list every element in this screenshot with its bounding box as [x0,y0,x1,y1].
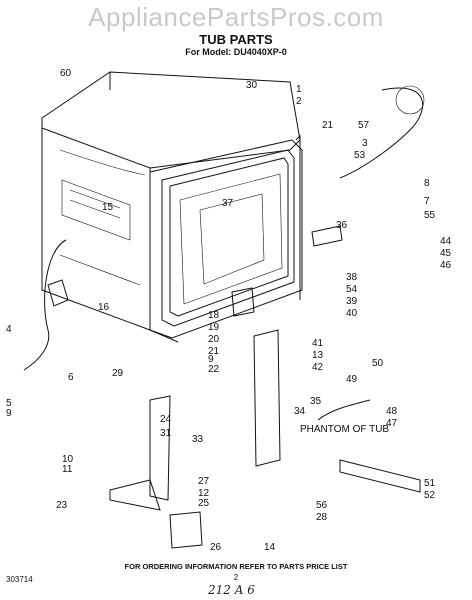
callout-c24: 24 [160,414,172,425]
callout-c27: 27 [198,476,210,487]
callout-c57: 57 [358,120,370,131]
callout-c49: 49 [346,374,358,385]
inlet-valve [169,511,203,549]
drain-pump [47,279,69,307]
callout-c20: 20 [208,334,220,345]
callout-c13: 13 [312,350,324,361]
callout-c54: 54 [346,284,358,295]
callout-c40: 40 [346,308,358,319]
callout-c12: 12 [198,488,210,499]
callout-c48: 48 [386,406,398,417]
drain-hose [23,239,67,371]
callout-c42: 42 [312,362,324,373]
callout-c23: 23 [56,500,68,511]
callout-c25: 25 [198,498,210,509]
callout-c33: 33 [192,434,204,445]
left-side-panel [149,395,171,501]
float-switch [339,459,421,493]
callout-c34: 34 [294,406,306,417]
callout-c11: 11 [62,464,73,475]
callout-c16: 16 [98,302,110,313]
page-number: 2 [233,573,239,582]
callout-c39: 39 [346,296,358,307]
callout-c1: 1 [296,84,302,95]
tub-bracket [311,225,343,247]
callout-c52: 52 [424,490,436,501]
callout-c8: 8 [424,178,430,189]
callout-c55: 55 [424,210,436,221]
callout-c36: 36 [336,220,348,231]
fill-tube [317,399,371,421]
callout-c9b: 9 [6,408,12,419]
callout-c5: 5 [6,398,12,409]
watermark: AppliancePartsPros.com [88,2,384,32]
doc-number: 303714 [6,575,33,584]
left-bracket [109,479,161,511]
page-title: TUB PARTS [199,32,273,47]
callout-c56: 56 [316,500,328,511]
callout-c9: 9 [208,354,214,365]
callout-c44: 44 [440,236,452,247]
door-gasket [295,134,301,300]
footer-note: FOR ORDERING INFORMATION REFER TO PARTS … [124,562,348,571]
callout-c53: 53 [354,150,366,161]
callout-c21a: 21 [322,120,334,131]
callout-c26: 26 [210,542,222,553]
right-side-panel [253,329,281,467]
callout-c35: 35 [310,396,322,407]
phantom-label: PHANTOM OF TUB [300,424,389,435]
heater-bracket [231,287,255,317]
callout-c21b: 21 [208,346,220,357]
callout-c19: 19 [208,322,220,333]
hose-coil [395,85,425,115]
callout-c30: 30 [246,80,258,91]
callout-c38: 38 [346,272,358,283]
callout-c6: 6 [68,372,74,383]
callout-c15: 15 [102,202,114,213]
callout-c46: 46 [440,260,452,271]
fill-hose [339,87,424,179]
callout-c47: 47 [386,418,398,429]
callout-c37: 37 [222,198,234,209]
tub-body [41,71,301,343]
callout-c31: 31 [160,428,172,439]
callout-c22: 22 [208,364,220,375]
callout-c10: 10 [62,454,74,465]
callout-c28: 28 [316,512,328,523]
callout-c18: 18 [208,310,220,321]
callout-c4: 4 [6,324,12,335]
model-line: For Model: DU4040XP-0 [185,47,287,57]
callout-c50: 50 [372,358,384,369]
callout-c41: 41 [312,338,324,349]
callout-c7: 7 [424,196,430,207]
callout-c3: 3 [362,138,368,149]
callout-c51: 51 [424,478,436,489]
callout-c60: 60 [60,68,72,79]
callout-c29: 29 [112,368,124,379]
callout-c45: 45 [440,248,452,259]
door-frame [149,139,303,339]
callout-c14: 14 [264,542,276,553]
callout-c2: 2 [296,96,302,107]
handwritten-note: 212 A 6 [208,583,255,597]
